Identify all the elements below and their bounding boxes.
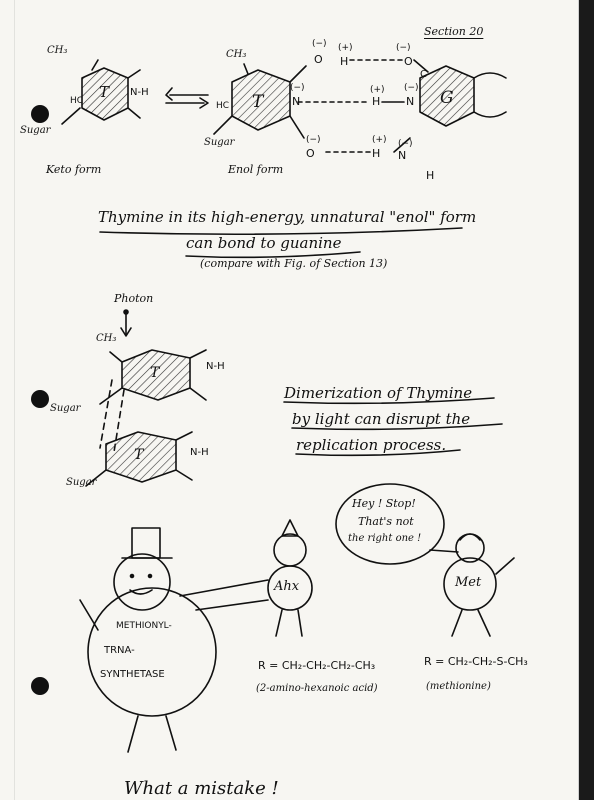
dimer-sugar-bottom: Sugar — [66, 477, 97, 488]
dimer-ch3: CH₃ — [96, 333, 117, 344]
speech-line3: the right one ! — [348, 533, 422, 544]
thymine-caption-line3: (compare with Fig. of Section 13) — [200, 257, 388, 270]
speech-line1: Hey ! Stop! — [352, 497, 416, 510]
enol-n: N — [292, 95, 301, 108]
ahx-name: (2-amino-hexanoic acid) — [256, 683, 378, 694]
h-bottom-charge: (+) — [372, 135, 387, 145]
punch-hole-middle — [31, 390, 49, 408]
g-n-mid: N — [406, 95, 415, 108]
enol-o-top-charge: (−) — [312, 39, 327, 49]
keto-hc: HC — [70, 96, 84, 106]
thymine-caption-line2: can bond to guanine — [186, 234, 342, 252]
enol-o-bottom-charge: (−) — [306, 135, 321, 145]
enol-o-bottom: O — [306, 147, 315, 160]
ahx-head — [273, 533, 307, 567]
dimer-caption-line3: replication process. — [296, 436, 447, 454]
dimer-top-nh: N-H — [206, 361, 225, 372]
dimer-caption-line1: Dimerization of Thymine — [284, 384, 473, 402]
h-bottom: H — [372, 147, 381, 160]
enol-ring-t: T — [252, 92, 264, 112]
thymine-caption-line1: Thymine in its high-energy, unnatural "e… — [98, 208, 477, 226]
ahx-label: Ahx — [274, 579, 300, 594]
met-label: Met — [455, 575, 482, 590]
enzyme-head — [113, 553, 171, 611]
section-label: Section 20 — [424, 25, 484, 38]
g-c: C — [420, 69, 427, 80]
guanine-ring-g: G — [440, 88, 454, 108]
met-name: (methionine) — [426, 681, 491, 692]
dimer-bottom-t: T — [134, 447, 144, 463]
enzyme-label-line3: SYNTHETASE — [100, 669, 165, 680]
enzyme-label-line1: METHIONYL- — [116, 621, 172, 631]
photon-label: Photon — [114, 292, 154, 305]
enol-o-top: O — [314, 53, 323, 66]
enzyme-body — [87, 587, 217, 717]
punch-hole-top — [31, 105, 49, 123]
enol-caption: Enol form — [228, 163, 284, 176]
ahx-formula: R = CH₂-CH₂-CH₂-CH₃ — [258, 659, 376, 672]
g-n-bottom-charge: (−) — [398, 139, 413, 149]
keto-sugar: Sugar — [20, 125, 51, 136]
keto-ring-t: T — [99, 83, 110, 101]
keto-caption: Keto form — [46, 163, 102, 176]
h-top-charge: (+) — [338, 43, 353, 53]
h-mid-charge: (+) — [370, 85, 385, 95]
g-n-mid-charge: (−) — [404, 83, 419, 93]
speech-line2: That's not — [358, 515, 414, 528]
enol-sugar: Sugar — [204, 137, 235, 148]
h-top: H — [340, 55, 349, 68]
keto-ch3: CH₃ — [47, 45, 68, 56]
h-mid: H — [372, 95, 381, 108]
dimer-bottom-nh: N-H — [190, 447, 209, 458]
g-o: O — [404, 55, 413, 68]
dimer-caption-line2: by light can disrupt the — [292, 410, 471, 428]
g-o-charge: (−) — [396, 43, 411, 53]
g-h-bottom: H — [426, 169, 435, 182]
met-body — [443, 557, 497, 611]
met-formula: R = CH₂-CH₂-S-CH₃ — [424, 655, 528, 668]
footer-text: What a mistake ! — [124, 778, 279, 799]
enol-ch3: CH₃ — [226, 49, 247, 60]
punch-hole-bottom — [31, 677, 49, 695]
g-n-bottom: N — [398, 149, 407, 162]
page-fold-line — [14, 0, 15, 800]
dimer-sugar-top: Sugar — [50, 403, 81, 414]
enol-hc: HC — [216, 101, 230, 111]
keto-nh: N-H — [130, 87, 149, 98]
enzyme-label-line2: TRNA- — [104, 645, 135, 656]
dimer-top-t: T — [150, 365, 160, 381]
paper-sheet — [0, 0, 579, 800]
enol-n-charge: (−) — [290, 83, 305, 93]
speech-bubble — [335, 483, 445, 565]
